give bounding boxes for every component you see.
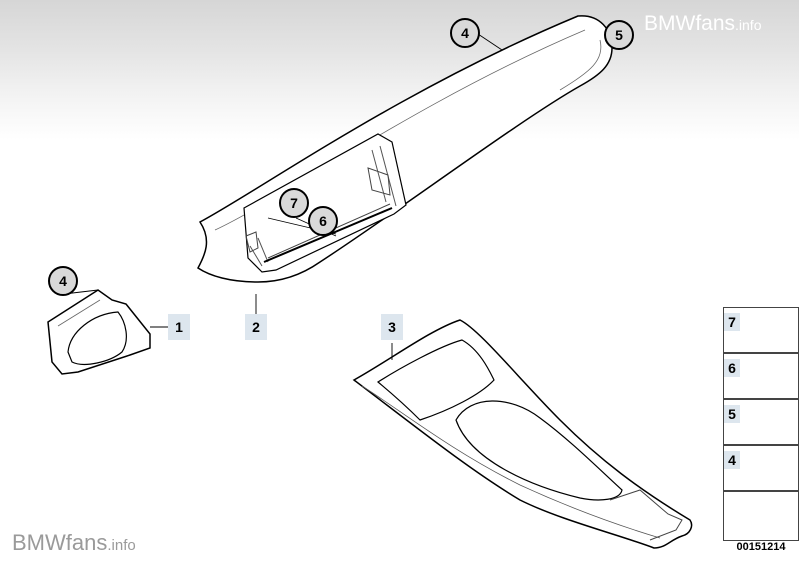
legend-label-5: 5 (724, 405, 740, 423)
watermark-bottom: BMWfans.info (12, 530, 136, 556)
callout-6: 6 (308, 206, 338, 236)
part-label-1: 1 (168, 314, 190, 340)
callout-4-top: 4 (450, 18, 480, 48)
callout-5: 5 (604, 20, 634, 50)
watermark-bottom-main: BMWfans (12, 530, 108, 555)
callout-7: 7 (279, 188, 309, 218)
watermark-bottom-suffix: .info (107, 537, 136, 554)
legend-label-6: 6 (724, 359, 740, 377)
watermark-top-main: BMWfans (644, 12, 736, 35)
part-label-3: 3 (381, 314, 403, 340)
callout-4-left: 4 (48, 266, 78, 296)
diagram-reference-code: 00151214 (736, 541, 786, 553)
legend-label-7: 7 (724, 313, 740, 331)
console-trim-part-3 (352, 319, 693, 549)
watermark-top: BMWfans.info (644, 12, 761, 36)
end-cap-part-1 (47, 289, 151, 375)
watermark-top-suffix: .info (735, 17, 762, 33)
part-label-2: 2 (245, 314, 267, 340)
trim-panel-part-2 (197, 15, 613, 283)
legend-label-4: 4 (724, 451, 740, 469)
legend-box-arrow (723, 491, 799, 541)
